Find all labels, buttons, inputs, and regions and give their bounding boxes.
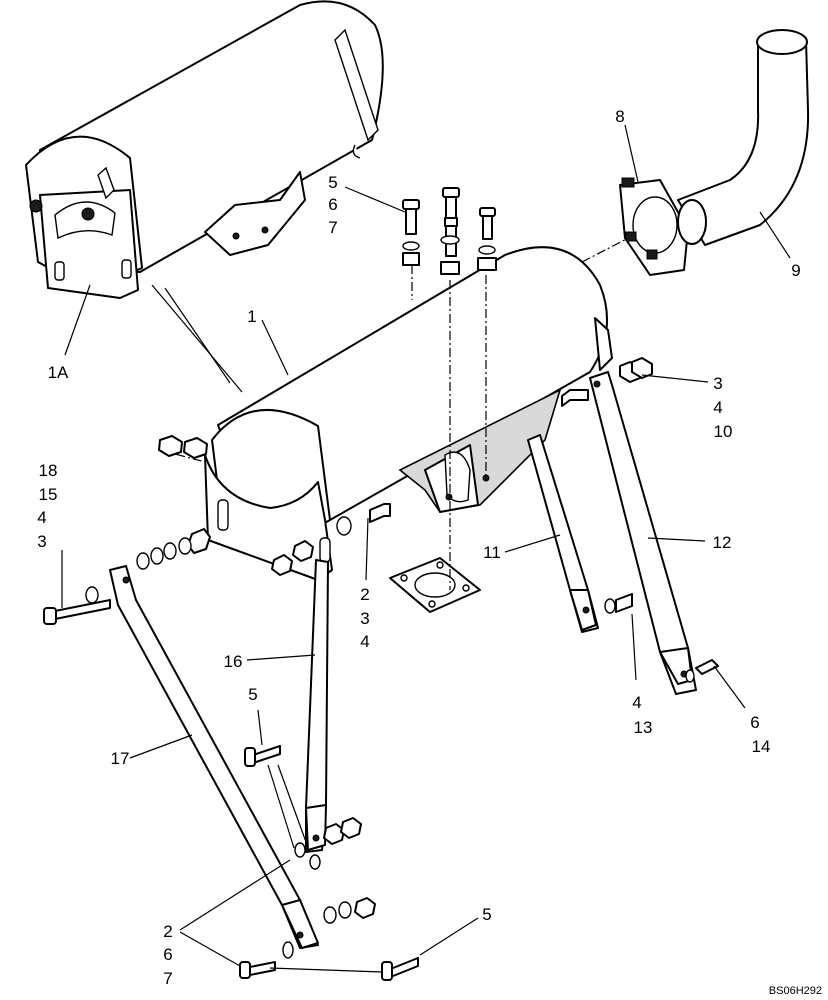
strap-11	[527, 434, 599, 633]
callout-5: 5	[328, 173, 337, 192]
callout-10: 10	[714, 422, 733, 441]
callout-6: 6	[163, 945, 172, 964]
callout-8: 8	[615, 107, 624, 126]
callout-9: 9	[791, 261, 800, 280]
callout-18: 18	[39, 461, 58, 480]
exhaust-pipe-9	[677, 29, 810, 246]
top-bolts	[402, 187, 497, 275]
callout-labels: 5 6 7 8 9 1A 1 3 4 10 18 15 4 3 11 12 2 …	[37, 107, 800, 988]
callout-3: 3	[713, 374, 722, 393]
callout-5: 5	[248, 685, 257, 704]
callout-4: 4	[360, 632, 369, 651]
strap-16	[305, 559, 329, 853]
callout-5: 5	[482, 905, 491, 924]
strap-17	[109, 565, 319, 949]
callout-11: 11	[483, 543, 501, 562]
callout-14: 14	[752, 737, 771, 756]
gasket	[389, 557, 481, 613]
muffler-1a	[25, 0, 384, 299]
callout-17: 17	[111, 749, 130, 768]
callout-4: 4	[632, 693, 641, 712]
callout-2: 2	[360, 585, 369, 604]
callout-13: 13	[634, 718, 653, 737]
callout-1: 1	[247, 307, 256, 326]
callout-7: 7	[163, 969, 172, 988]
callout-6: 6	[328, 195, 337, 214]
callout-4: 4	[37, 508, 46, 527]
callout-3: 3	[37, 532, 46, 551]
callout-16: 16	[224, 652, 243, 671]
drawing-code: BS06H292	[769, 985, 822, 997]
callout-3: 3	[360, 609, 369, 628]
callout-7: 7	[328, 218, 337, 237]
callout-12: 12	[713, 533, 732, 552]
callout-15: 15	[39, 485, 58, 504]
callout-6: 6	[750, 713, 759, 732]
hardware	[43, 357, 719, 981]
clamp-8	[619, 177, 689, 276]
callout-2: 2	[163, 922, 172, 941]
callout-4: 4	[713, 398, 722, 417]
strap-12	[589, 371, 697, 695]
callout-1a: 1A	[48, 363, 69, 382]
muffler-1	[204, 246, 613, 581]
leader-lines	[61, 124, 791, 973]
